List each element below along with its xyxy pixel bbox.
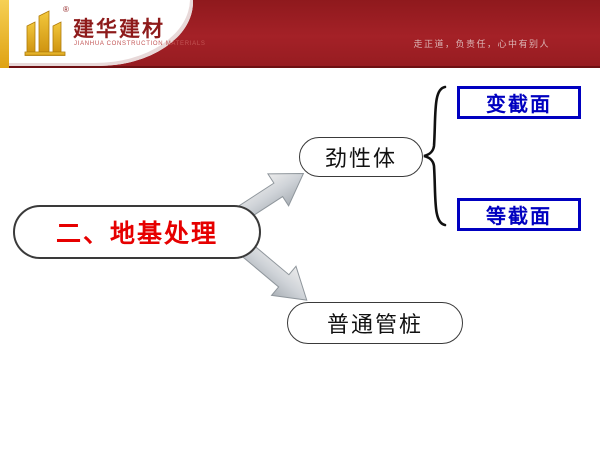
leaf-node-bottom: 等截面 [457,198,581,231]
mid-node-label: 劲性体 [324,146,397,171]
bottom-node-label: 普通管桩 [326,312,423,337]
leaf-node-top: 变截面 [457,86,581,119]
brand-name: 建华建材 [73,18,165,41]
brand-subtitle: JIANHUA CONSTRUCTION MATERIALS [74,41,206,47]
company-logo-icon [24,8,68,58]
leaf-bottom-label: 等截面 [486,206,552,228]
root-node: 二、地基处理 [13,205,261,259]
mid-node: 劲性体 [299,137,423,177]
brace-icon [423,85,447,227]
bottom-node: 普通管桩 [287,302,463,344]
gold-stripe [0,0,9,68]
leaf-top-label: 变截面 [486,94,552,116]
root-node-label: 二、地基处理 [55,220,218,248]
company-slogan: 走正道，负责任，心中有别人 [413,39,550,49]
registered-trademark: ® [63,5,69,14]
